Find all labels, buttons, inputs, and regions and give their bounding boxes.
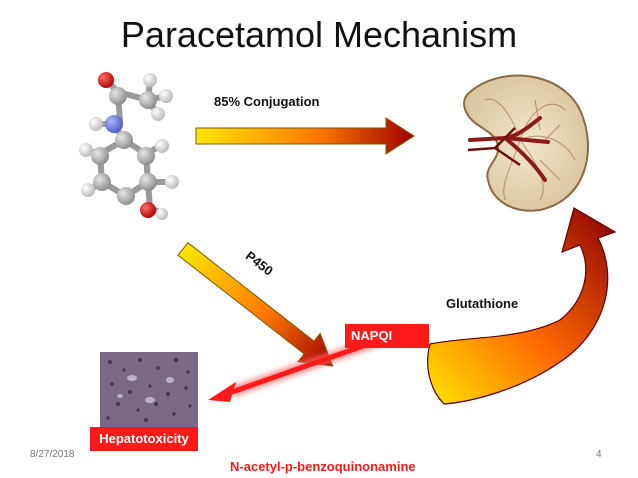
- hepatotoxicity-arrow: [208, 335, 382, 402]
- glutathione-curved-arrow: [427, 207, 617, 405]
- slide-date: 8/27/2018: [30, 449, 75, 460]
- glutathione-label: Glutathione: [446, 296, 519, 311]
- conjugation-label: 85% Conjugation: [214, 94, 320, 109]
- slide-page-number: 4: [596, 449, 602, 460]
- slide-title: Paracetamol Mechanism: [120, 14, 518, 55]
- kidney-icon: [463, 74, 589, 212]
- liver-tissue-image: [100, 352, 198, 428]
- napqi-full-name: N-acetyl-p-benzoquinonamine: [230, 459, 416, 474]
- paracetamol-molecule-icon: [79, 72, 179, 220]
- hepatotoxicity-box: Hepatotoxicity: [90, 427, 198, 451]
- napqi-box: NAPQI: [345, 324, 429, 348]
- conjugation-arrow: [195, 117, 415, 155]
